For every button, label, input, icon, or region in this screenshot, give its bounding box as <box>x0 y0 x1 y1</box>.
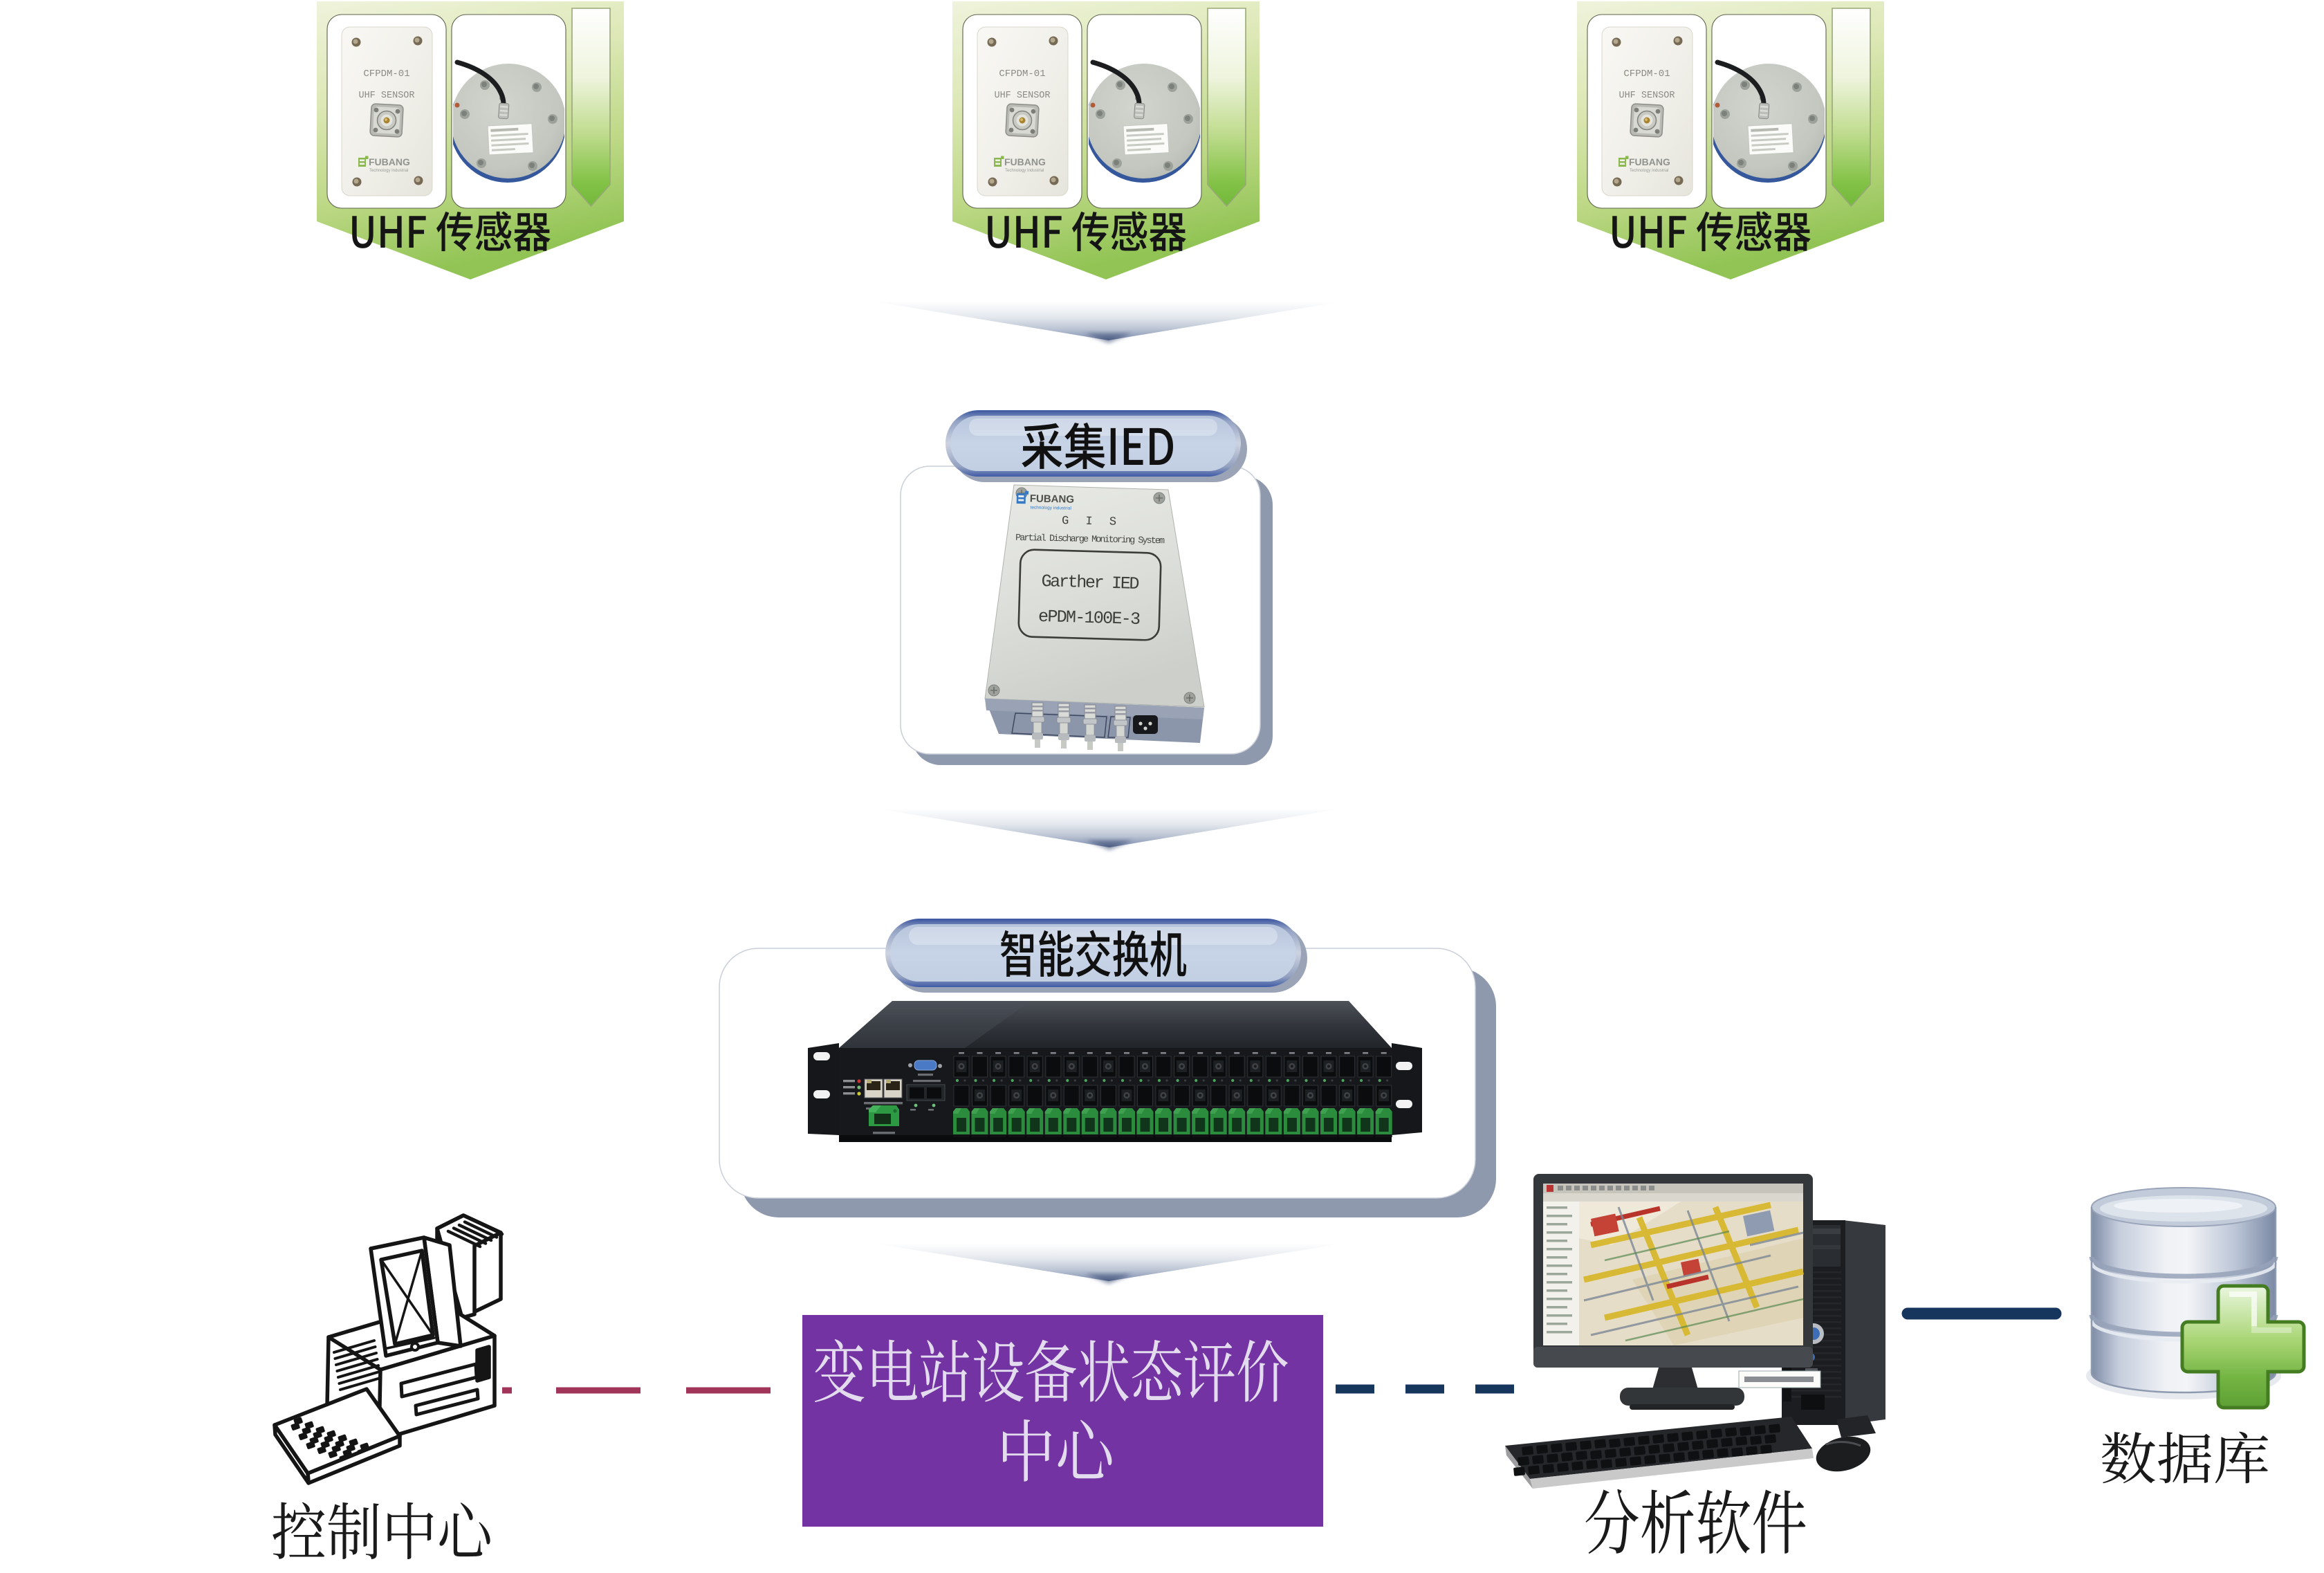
svg-text:Garther IED: Garther IED <box>1041 571 1140 594</box>
svg-text:technology industrial: technology industrial <box>1030 505 1071 510</box>
svg-text:FUBANG: FUBANG <box>1030 493 1075 505</box>
svg-text:ePDM-100E-3: ePDM-100E-3 <box>1038 607 1141 629</box>
svg-text:Partial Discharge Monitoring S: Partial Discharge Monitoring System <box>1015 533 1165 547</box>
svg-text:G I S: G I S <box>1062 515 1121 529</box>
